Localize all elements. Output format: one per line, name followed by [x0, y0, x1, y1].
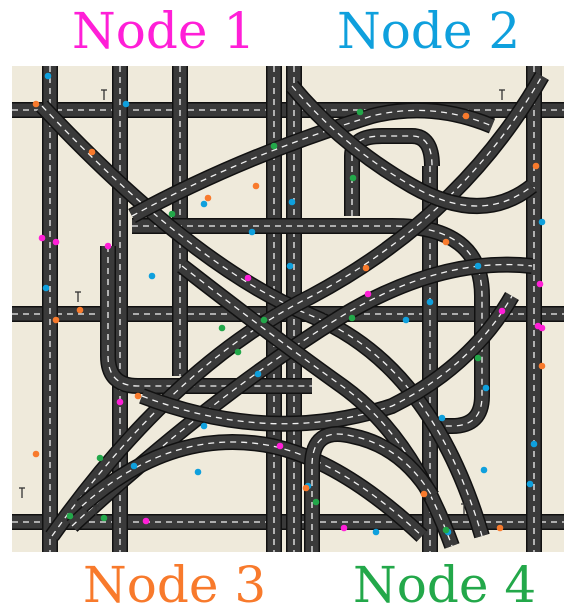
node-4-dot — [97, 455, 104, 462]
node-3-dot — [303, 485, 310, 492]
node-2-dot — [427, 299, 434, 306]
node-4-dot — [219, 325, 226, 332]
node-3-dot — [463, 113, 470, 120]
node-1-label: Node 1 — [72, 6, 255, 56]
node-3-dot — [497, 525, 504, 532]
node-2-dot — [43, 285, 50, 292]
node-2-dot — [531, 441, 538, 448]
node-3-dot — [421, 491, 428, 498]
node-2-dot — [439, 415, 446, 422]
node-2-dot — [201, 201, 208, 208]
node-4-dot — [313, 499, 320, 506]
node-1-dot — [143, 518, 150, 525]
node-2-dot — [373, 529, 380, 536]
node-4-dot — [349, 315, 356, 322]
node-4-dot — [271, 143, 278, 150]
node-3-dot — [205, 195, 212, 202]
node-1-dot — [277, 443, 284, 450]
node-4-dot — [67, 513, 74, 520]
node-1-dot — [53, 239, 60, 246]
node-2-dot — [475, 263, 482, 270]
node-3-dot — [33, 101, 40, 108]
node-4-dot — [261, 317, 268, 324]
node-1-dot — [341, 525, 348, 532]
node-2-dot — [483, 385, 490, 392]
node-2-dot — [403, 317, 410, 324]
node-2-dot — [45, 73, 52, 80]
node-3-dot — [89, 149, 96, 156]
node-2-dot — [539, 219, 546, 226]
node-1-dot — [539, 325, 546, 332]
node-4-dot — [475, 355, 482, 362]
node-1-dot — [537, 281, 544, 288]
node-1-dot — [39, 235, 46, 242]
node-4-dot — [169, 211, 176, 218]
node-3-label: Node 3 — [83, 560, 266, 610]
node-4-label: Node 4 — [353, 560, 536, 610]
node-4-dot — [357, 109, 364, 116]
node-4-dot — [350, 175, 357, 182]
node-3-dot — [253, 183, 260, 190]
node-3-dot — [539, 363, 546, 370]
node-3-dot — [135, 393, 142, 400]
node-2-dot — [249, 229, 256, 236]
node-2-dot — [255, 371, 262, 378]
node-3-dot — [363, 265, 370, 272]
node-4-dot — [101, 515, 108, 522]
node-4-dot — [443, 527, 450, 534]
node-3-dot — [443, 239, 450, 246]
node-2-dot — [149, 273, 156, 280]
node-2-dot — [527, 481, 534, 488]
node-2-dot — [201, 423, 208, 430]
node-3-dot — [53, 317, 60, 324]
node-2-dot — [131, 463, 138, 470]
node-2-dot — [287, 263, 294, 270]
node-2-label: Node 2 — [337, 6, 520, 56]
node-2-dot — [481, 467, 488, 474]
node-1-dot — [365, 291, 372, 298]
node-2-dot — [123, 101, 130, 108]
node-4-dot — [235, 349, 242, 356]
node-3-dot — [33, 451, 40, 458]
node-1-dot — [245, 275, 252, 282]
node-2-dot — [195, 469, 202, 476]
node-3-dot — [533, 163, 540, 170]
node-1-dot — [117, 399, 124, 406]
road-network-map — [12, 66, 564, 552]
node-1-dot — [105, 243, 112, 250]
node-1-dot — [499, 308, 506, 315]
node-3-dot — [77, 307, 84, 314]
node-2-dot — [289, 199, 296, 206]
